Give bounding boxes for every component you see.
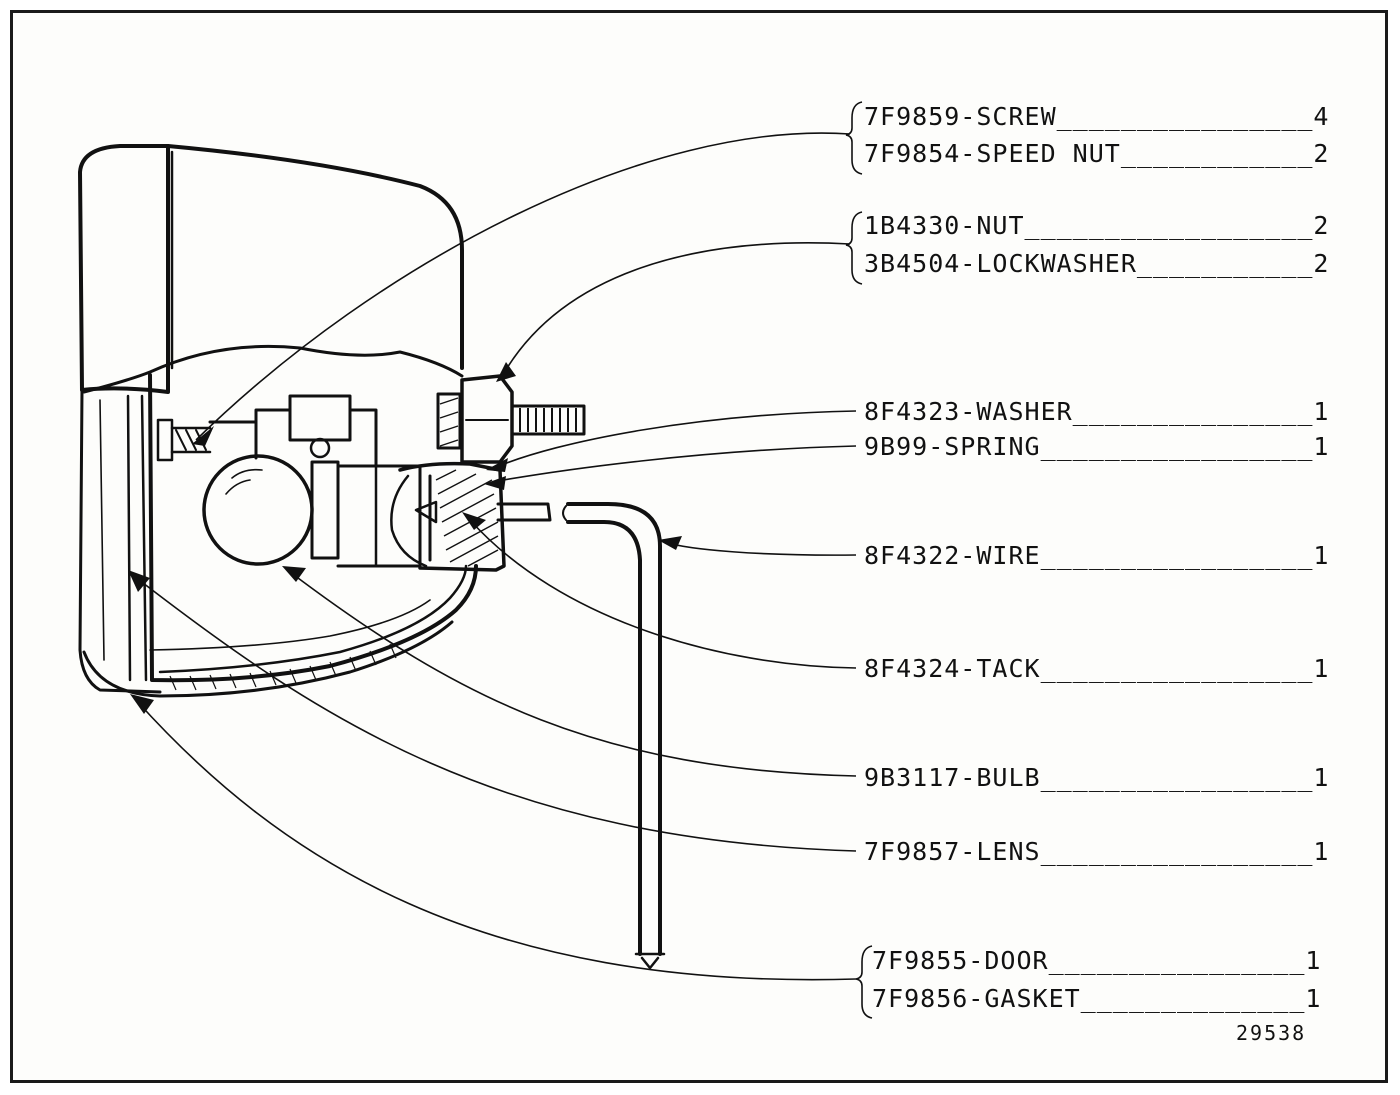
gasket-hatch: [169, 643, 397, 691]
lamp-illustration: [78, 144, 666, 970]
part-label-door: 7F9855-DOOR________________1: [872, 946, 1321, 975]
group-brackets: [845, 101, 873, 1019]
part-label-wire: 8F4322-WIRE_________________1: [864, 541, 1330, 570]
part-label-tack: 8F4324-TACK_________________1: [864, 654, 1330, 683]
figure-number: 29538: [1236, 1021, 1306, 1045]
part-label-speed-nut: 7F9854-SPEED NUT____________2: [864, 139, 1330, 168]
part-label-washer: 8F4323-WASHER_______________1: [864, 397, 1330, 426]
part-label-screw: 7F9859-SCREW________________4: [864, 102, 1330, 131]
part-label-nut: 1B4330-NUT__________________2: [864, 211, 1330, 240]
part-label-lockwasher: 3B4504-LOCKWASHER___________2: [864, 249, 1330, 278]
part-label-spring: 9B99-SPRING_________________1: [864, 432, 1330, 461]
part-label-bulb: 9B3117-BULB_________________1: [864, 763, 1330, 792]
part-label-lens: 7F9857-LENS_________________1: [864, 837, 1330, 866]
part-label-gasket: 7F9856-GASKET______________1: [872, 984, 1321, 1013]
bulb-shape: [202, 454, 314, 566]
diagram-frame: [10, 10, 1388, 1083]
parts-list: 7F9859-SCREW________________4 7F9854-SPE…: [864, 102, 1330, 1045]
arrowheads: [128, 362, 682, 714]
leader-lines: [128, 132, 857, 981]
